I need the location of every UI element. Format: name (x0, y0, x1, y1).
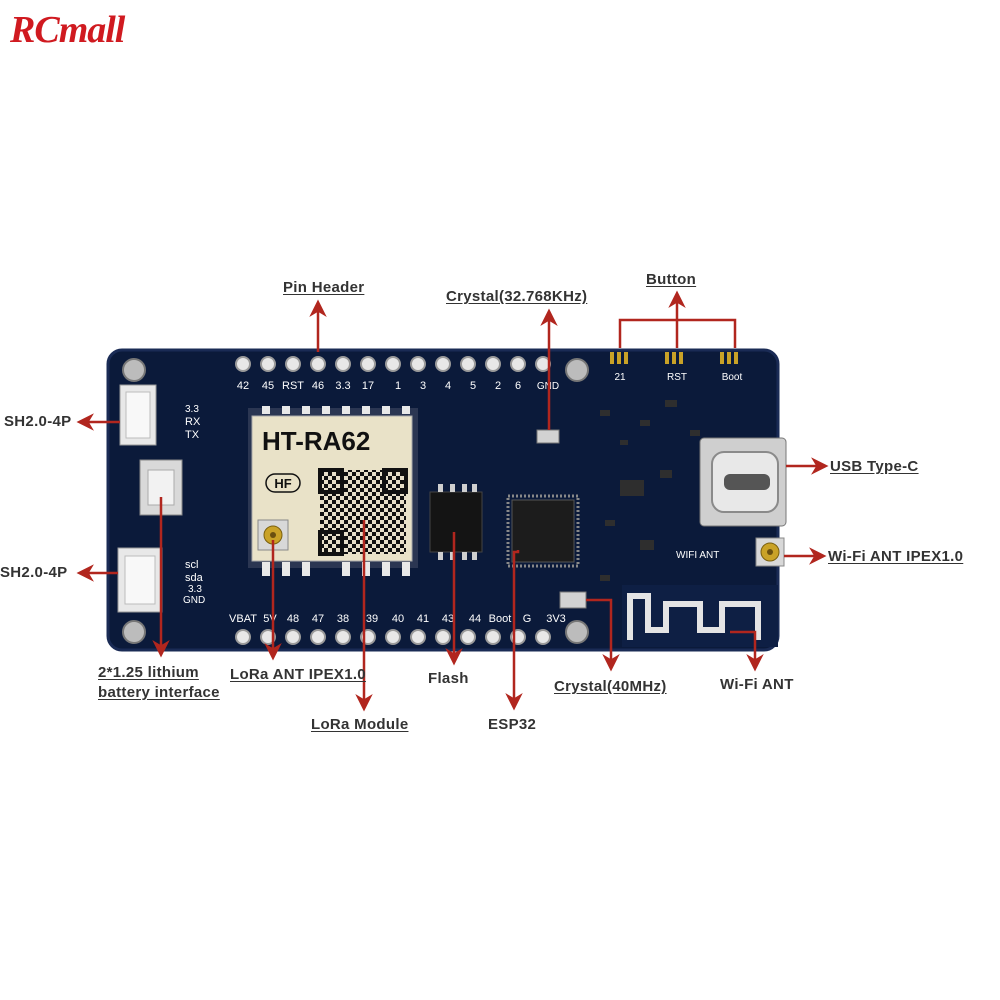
wifi-antenna-icon (622, 585, 778, 647)
label-wifi-ant: Wi-Fi ANT (720, 676, 794, 693)
silk-top: 6 (515, 380, 521, 392)
silk-bottom: 39 (366, 613, 378, 625)
crystal-40m (559, 591, 587, 609)
silk-top: 4 (445, 380, 451, 392)
silk-bottom: VBAT (229, 613, 257, 625)
silk-bottom: 3V3 (546, 613, 566, 625)
label-crystal-32k: Crystal(32.768KHz) (446, 288, 588, 305)
silk-bottom: 44 (469, 613, 481, 625)
module-title: HT-RA62 (262, 426, 370, 456)
silk-top: 46 (312, 380, 324, 392)
label-pin-header: Pin Header (283, 279, 365, 296)
silk-top: 5 (470, 380, 476, 392)
svg-text:RST: RST (667, 372, 687, 383)
svg-text:3.3: 3.3 (185, 404, 199, 415)
pin-header-bottom (235, 629, 551, 645)
module-badge: HF (274, 476, 291, 491)
silk-bottom: G (523, 613, 532, 625)
silk-bottom: 47 (312, 613, 324, 625)
silk-top: 42 (237, 380, 249, 392)
label-wifi-ipex: Wi-Fi ANT IPEX1.0 (828, 548, 964, 565)
svg-text:RX: RX (185, 416, 201, 428)
button-pads (610, 352, 738, 364)
label-sh-top: SH2.0-4P (4, 413, 72, 430)
annotation-arrows (76, 290, 829, 712)
brand-logo: RCmall (10, 8, 125, 52)
sh-connector-top (119, 384, 157, 446)
wifi-ipex-connector (755, 537, 785, 567)
svg-text:scl: scl (185, 559, 198, 571)
svg-text:21: 21 (614, 372, 626, 383)
smd-components (600, 400, 700, 581)
usb-c-connector (699, 437, 787, 527)
brand-logo-text: RCmall (10, 9, 125, 51)
silk-bottom: 40 (392, 613, 404, 625)
label-button: Button (646, 271, 697, 288)
label-flash: Flash (428, 670, 469, 687)
pin-header-top (235, 356, 551, 372)
silk-bottom: Boot (489, 613, 512, 625)
svg-text:sda: sda (185, 572, 204, 584)
silk-sh-bottom: scl sda 3.3 GND (183, 559, 205, 606)
silk-bottom: 5V (263, 613, 277, 625)
silk-bottom-labels: VBAT 5V 48 47 38 39 40 41 43 44 Boot G 3… (229, 613, 566, 625)
flash-chip (429, 484, 483, 560)
silk-top: RST (282, 380, 304, 392)
label-battery-line2: battery interface (98, 684, 220, 701)
esp32-chip (506, 494, 580, 568)
svg-text:3.3: 3.3 (188, 584, 202, 595)
silk-top: 2 (495, 380, 501, 392)
svg-text:Boot: Boot (722, 372, 743, 383)
silk-top: 45 (262, 380, 274, 392)
silk-bottom: 38 (337, 613, 349, 625)
label-crystal-40m: Crystal(40MHz) (554, 678, 667, 695)
silk-bottom: 41 (417, 613, 429, 625)
label-esp32: ESP32 (488, 716, 537, 733)
label-sh-bottom: SH2.0-4P (0, 564, 68, 581)
silk-top: 3 (420, 380, 426, 392)
silk-top: 1 (395, 380, 401, 392)
silk-wifi-ant: WIFI ANT (676, 550, 719, 561)
sh-connector-bottom (117, 547, 163, 613)
silk-top: 17 (362, 380, 374, 392)
silk-bottom: 43 (442, 613, 454, 625)
label-battery-line1: 2*1.25 lithium (98, 664, 199, 681)
label-lora-ant: LoRa ANT IPEX1.0 (230, 666, 366, 683)
label-lora-module: LoRa Module (311, 716, 409, 733)
label-usb-type-c: USB Type-C (830, 458, 919, 475)
silk-top: 3.3 (335, 380, 350, 392)
mounting-hole-icon (122, 358, 589, 644)
silk-sh-top: 3.3 RX TX (185, 404, 201, 441)
svg-text:TX: TX (185, 429, 200, 441)
crystal-32k (536, 429, 560, 444)
svg-text:GND: GND (183, 595, 205, 606)
lora-ipex-connector (257, 519, 289, 551)
silk-bottom: 48 (287, 613, 299, 625)
silk-buttons: 21 RST Boot (614, 372, 742, 383)
